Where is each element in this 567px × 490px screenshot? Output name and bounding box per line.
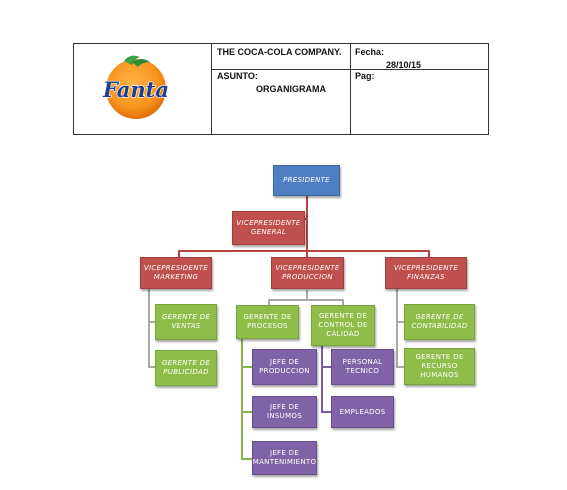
asunto-label: ASUNTO:: [217, 71, 258, 81]
connector: [306, 195, 308, 265]
box-gerente-contabilidad: GERENTE DE CONTABILIDAD: [404, 304, 475, 340]
box-vp-finanzas: VICEPRESIDENTE FINANZAS: [385, 257, 467, 289]
connector: [178, 250, 180, 260]
box-jefe-mantenimiento: JEFE DE MANTENIMIENTO: [252, 441, 317, 475]
header-divider: [211, 69, 488, 70]
connector: [148, 288, 150, 368]
connector: [321, 366, 332, 368]
box-vp-marketing: VICEPRESIDENTE MARKETING: [140, 257, 212, 289]
box-gerente-publicidad: GERENTE DE PUBLICIDAD: [155, 350, 217, 386]
connector: [428, 250, 430, 260]
box-gerente-procesos: GERENTE DE PROCESOS: [236, 305, 299, 339]
connector: [178, 250, 430, 252]
connector: [396, 321, 404, 323]
connector: [321, 345, 323, 413]
connector: [268, 299, 270, 307]
header-divider: [211, 44, 212, 134]
box-presidente: PRESIDENTE: [273, 165, 340, 196]
connector: [396, 366, 404, 368]
connector: [241, 366, 253, 368]
box-gerente-recurso-humanos: GERENTE DE RECURSO HUMANOS: [404, 348, 475, 385]
document-header: [73, 43, 489, 135]
connector: [396, 288, 398, 368]
box-vp-general: VICEPRESIDENTE GENERAL: [232, 211, 305, 245]
box-personal-tecnico: PERSONAL TECNICO: [331, 349, 394, 385]
box-gerente-control-calidad: GERENTE DE CONTROL DE CALIDAD: [311, 305, 375, 346]
connector: [306, 290, 308, 300]
fecha-value: 28/10/15: [386, 60, 422, 70]
box-gerente-ventas: GERENTE DE VENTAS: [155, 304, 217, 340]
box-empleados: EMPLEADOS: [331, 396, 394, 428]
pag-label: Pag:: [355, 71, 375, 81]
connector: [241, 458, 253, 460]
company-name: THE COCA-COLA COMPANY.: [217, 47, 342, 57]
fanta-logo: Fanta: [96, 53, 178, 123]
connector: [241, 411, 253, 413]
header-divider: [350, 44, 351, 134]
box-jefe-produccion: JEFE DE PRODUCCION: [252, 349, 317, 385]
fanta-logo-text: Fanta: [102, 77, 169, 102]
box-vp-produccion: VICEPRESIDENTE PRODUCCION: [271, 257, 344, 289]
box-jefe-insumos: JEFE DE INSUMOS: [252, 396, 317, 428]
connector: [321, 411, 332, 413]
connector: [342, 299, 344, 307]
connector: [241, 338, 243, 460]
connector: [268, 299, 344, 301]
fecha-label: Fecha:: [355, 47, 385, 57]
connector: [148, 321, 156, 323]
asunto-value: ORGANIGRAMA: [256, 84, 326, 94]
connector: [148, 366, 156, 368]
